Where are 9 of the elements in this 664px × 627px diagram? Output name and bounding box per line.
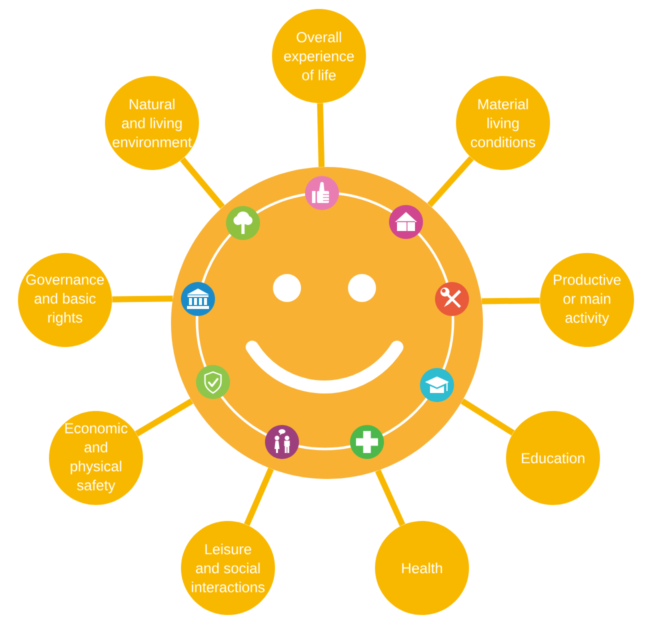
connector-line [180, 157, 225, 209]
connector-line [317, 103, 325, 167]
connector-line [427, 156, 474, 208]
connector-line [135, 398, 194, 436]
connector-line [482, 298, 540, 304]
connector-line [112, 296, 173, 302]
connector-line [244, 468, 274, 526]
connector-line [460, 398, 515, 436]
connector-line [375, 469, 406, 526]
